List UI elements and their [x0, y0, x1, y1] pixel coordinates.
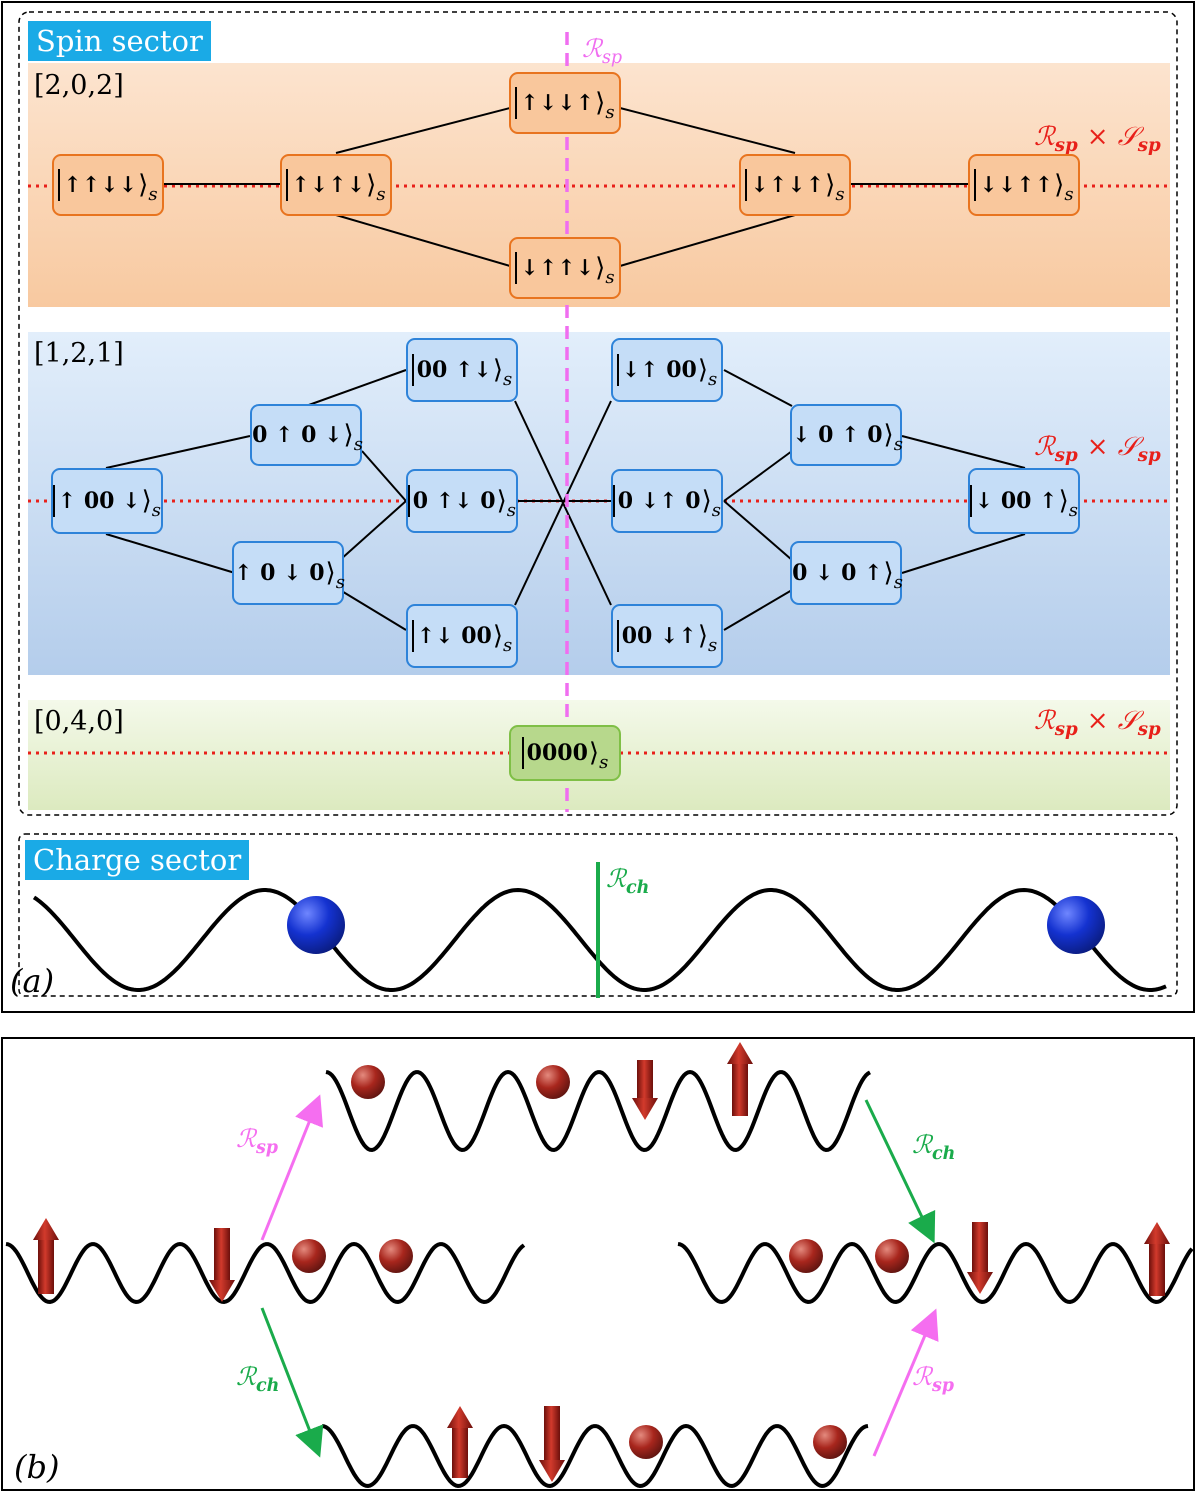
- sector-label-040: [0,4,0]: [34, 706, 124, 737]
- r-ch-label: ℛch: [606, 864, 650, 898]
- ball-top-2: [536, 1065, 570, 1099]
- spin-up-bottom: [447, 1406, 473, 1478]
- rs-label-202: ℛsp × 𝒮sp: [1034, 122, 1161, 157]
- charge-sector-tag: Charge sector: [25, 840, 250, 880]
- arrow-r-ch-right: [864, 1099, 936, 1244]
- panel-a-label: (a): [10, 962, 55, 1000]
- panel-b-frame: [1, 1037, 1195, 1491]
- panel-b-r-sp-left: ℛsp: [236, 1124, 279, 1158]
- arrow-r-ch-left: [260, 1307, 324, 1458]
- ball-top-1: [351, 1065, 385, 1099]
- ket-121-3: 00 ↑↓⟩s: [406, 338, 518, 402]
- ket-121-9: ↓ 0 ↑ 0⟩s: [790, 404, 903, 466]
- ket-121-0: ↑ 00 ↓⟩s: [51, 468, 163, 534]
- ket-202-4: ↓↑↓↑⟩s: [739, 154, 851, 216]
- ball-right-2: [875, 1239, 909, 1273]
- lattice-left: [5, 1241, 526, 1305]
- ball-left-2: [379, 1239, 413, 1273]
- spin-down-top: [632, 1060, 658, 1120]
- charge-particle-left: [287, 896, 345, 954]
- lattice-bottom: [321, 1423, 869, 1489]
- ket-202-3: ↓↑↑↓⟩s: [509, 237, 621, 299]
- spin-down-right: [967, 1222, 993, 1294]
- charge-particle-right: [1047, 896, 1105, 954]
- connections-202: [164, 107, 968, 267]
- ket-202-0: ↑↑↓↓⟩s: [52, 154, 164, 216]
- ket-121-8: 00 ↓↑⟩s: [611, 604, 723, 668]
- r-sp-label-top: ℛsp: [582, 34, 623, 68]
- arrow-r-sp-left: [260, 1094, 324, 1241]
- spin-down-bottom: [539, 1406, 565, 1482]
- lattice-top: [325, 1069, 871, 1153]
- ket-121-11: ↓ 00 ↑⟩s: [968, 468, 1080, 534]
- ket-121-1: 0 ↑ 0 ↓⟩s: [250, 404, 363, 466]
- panel-b-particles: [33, 1042, 1170, 1482]
- ket-121-5: ↑↓ 00⟩s: [406, 604, 518, 668]
- sector-label-121: [1,2,1]: [34, 338, 124, 369]
- ball-left-1: [292, 1239, 326, 1273]
- spin-up-top: [727, 1042, 753, 1116]
- arrow-r-sp-right: [872, 1308, 939, 1457]
- ket-202-1: ↑↓↑↓⟩s: [280, 154, 392, 216]
- ket-202-2: ↑↓↓↑⟩s: [509, 72, 621, 134]
- ket-121-2: ↑ 0 ↓ 0⟩s: [232, 541, 345, 605]
- panel-b-r-ch-left: ℛch: [236, 1362, 280, 1396]
- ball-bottom-2: [813, 1425, 847, 1459]
- panel-b-label: (b): [14, 1448, 60, 1486]
- ket-121-6: ↓↑ 00⟩s: [611, 338, 723, 402]
- spin-sector-tag: Spin sector: [28, 21, 211, 61]
- spin-sector-frame: [18, 11, 1178, 816]
- ket-121-7: 0 ↓↑ 0⟩s: [611, 469, 723, 533]
- connections-121: [105, 369, 1026, 631]
- ket-121-10: 0 ↓ 0 ↑⟩s: [790, 541, 903, 605]
- rs-label-121: ℛsp × 𝒮sp: [1034, 432, 1161, 467]
- ket-202-5: ↓↓↑↑⟩s: [968, 154, 1080, 216]
- ball-right-1: [789, 1239, 823, 1273]
- spin-down-left: [209, 1228, 235, 1302]
- sector-label-202: [2,0,2]: [34, 70, 124, 101]
- panel-a-frame: [1, 1, 1195, 1013]
- panel-b-r-ch-right: ℛch: [912, 1130, 956, 1164]
- ball-bottom-1: [629, 1425, 663, 1459]
- spin-up-right: [1144, 1222, 1170, 1296]
- ket-040-0: 0000⟩s: [509, 725, 621, 781]
- lattice-right: [677, 1241, 1194, 1305]
- panel-b-r-sp-right: ℛsp: [912, 1362, 955, 1396]
- rs-label-040: ℛsp × 𝒮sp: [1034, 706, 1161, 741]
- ket-121-4: 0 ↑↓ 0⟩s: [406, 469, 518, 533]
- spin-up-left: [33, 1218, 59, 1294]
